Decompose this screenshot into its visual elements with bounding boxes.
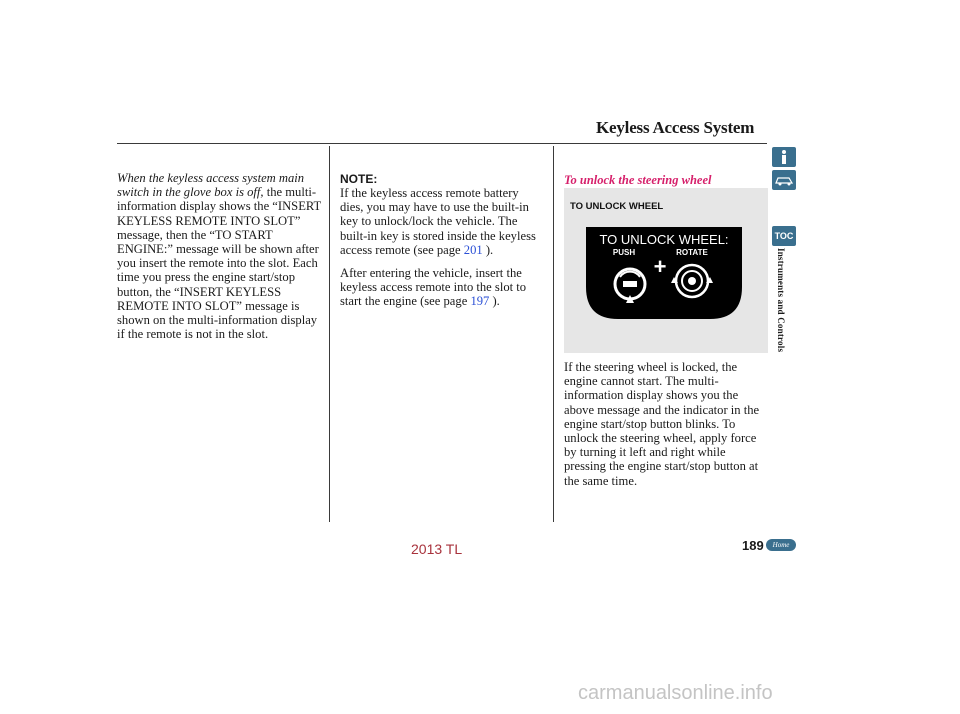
column-divider-1 <box>329 146 330 522</box>
col3-paragraph: If the steering wheel is locked, the eng… <box>564 360 760 488</box>
note-label: NOTE: <box>340 172 378 186</box>
page-link-197[interactable]: 197 <box>470 294 490 309</box>
section-label: Instruments and Controls <box>776 248 786 353</box>
col1-paragraph: When the keyless access system main swit… <box>117 171 324 341</box>
page-number: 189 <box>742 538 764 553</box>
watermark: carmanualsonline.info <box>578 682 773 704</box>
info-icon[interactable] <box>772 147 796 167</box>
column-2: If the keyless access remote battery die… <box>340 171 545 309</box>
page-title: Keyless Access System <box>596 118 755 137</box>
car-icon[interactable] <box>772 170 796 190</box>
col1-italic-lead: When the keyless access system main swit… <box>117 171 305 200</box>
home-button[interactable]: Home <box>766 539 796 551</box>
column-3: If the steering wheel is locked, the eng… <box>564 360 769 488</box>
steering-wheel-icon <box>671 263 713 299</box>
push-button-icon <box>613 267 647 303</box>
info-glyph-icon <box>782 150 786 164</box>
panel-label: TO UNLOCK WHEEL <box>570 201 664 212</box>
car-glyph-icon <box>775 177 794 186</box>
toc-button[interactable]: TOC <box>772 226 796 246</box>
page-link-201[interactable]: 201 <box>463 242 483 257</box>
column-divider-2 <box>553 146 554 522</box>
section-heading: To unlock the steering wheel <box>564 173 712 187</box>
display-title: TO UNLOCK WHEEL: <box>599 232 728 247</box>
col2-paragraph-2: After entering the vehicle, insert the k… <box>340 266 527 309</box>
column-1: When the keyless access system main swit… <box>117 171 324 341</box>
display-push: PUSH <box>613 248 635 257</box>
multi-info-display: TO UNLOCK WHEEL: PUSH ROTATE + <box>586 227 742 319</box>
display-rotate: ROTATE <box>676 248 708 257</box>
display-plus: + <box>654 254 667 279</box>
col1-text: the multi-information display shows the … <box>117 185 321 342</box>
col2-paragraph-1: If the keyless access remote battery die… <box>340 186 536 257</box>
document-id: 2013 TL <box>411 541 463 557</box>
header-rule <box>117 143 767 144</box>
